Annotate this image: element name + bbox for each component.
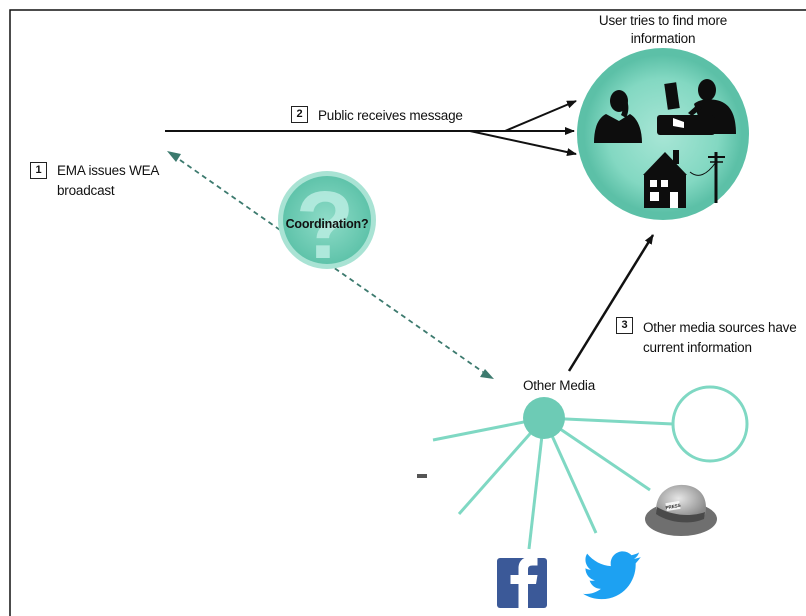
press-hat-icon: PRESS: [645, 484, 717, 536]
user-node-label-line1: User tries to find more: [598, 13, 728, 28]
coordination-arrowhead-ema: [167, 151, 181, 162]
step-2-label: Public receives message: [318, 108, 463, 123]
step-1-label-line2: broadcast: [57, 183, 115, 198]
house-icon: [643, 150, 687, 208]
empty-media-node: [671, 385, 749, 463]
other-media-spokes: [432, 416, 674, 550]
other-media-hub: [523, 397, 565, 439]
frame-border: [9, 9, 806, 616]
press-card-label: PRESS: [665, 503, 681, 511]
fan-arrow-up: [504, 100, 577, 132]
person-on-phone-icon: [594, 90, 642, 143]
coordination-arrowhead-media: [480, 369, 494, 379]
facebook-icon: [497, 557, 547, 608]
utility-pole-icon: [689, 152, 725, 203]
coordination-circle: ?: [278, 171, 376, 279]
question-mark-icon: ?: [296, 172, 355, 279]
step-1-badge: 1: [30, 162, 47, 179]
other-media-label: Other Media: [522, 378, 596, 393]
small-dash-mark: [417, 474, 427, 478]
user-node-label-line2: information: [630, 31, 696, 46]
twitter-icon: [583, 551, 641, 600]
person-at-computer-icon: [657, 79, 736, 135]
coordination-label: Coordination?: [285, 217, 369, 231]
fan-arrow-down: [469, 130, 577, 157]
step-2-badge: 2: [291, 106, 308, 123]
step-1-label-line1: EMA issues WEA: [57, 163, 160, 178]
other-media-to-user-arrow: [567, 234, 655, 372]
step-3-badge: 3: [616, 317, 633, 334]
step-3-label-line2: current information: [643, 340, 752, 355]
step-3-label-line1: Other media sources have: [643, 320, 797, 335]
